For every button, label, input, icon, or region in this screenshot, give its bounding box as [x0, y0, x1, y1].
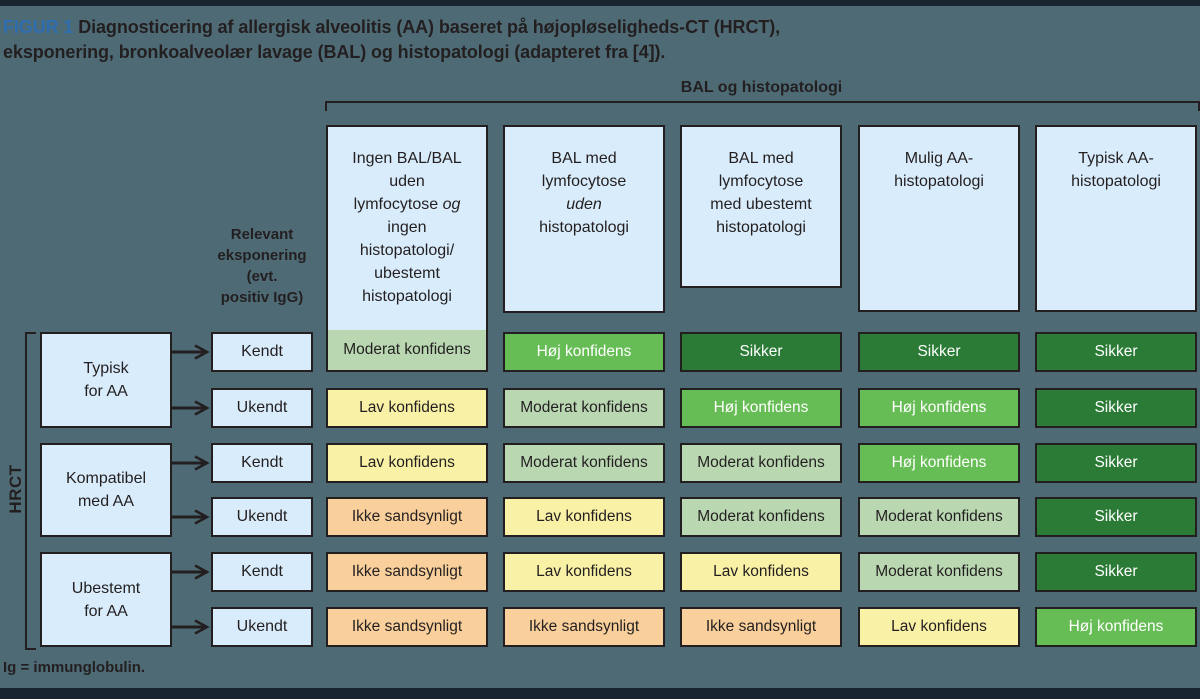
column-header-box: BAL med lymfocytose uden histopatologi — [503, 125, 665, 313]
hrct-axis-label: HRCT — [6, 464, 25, 514]
column-header-text: BAL med lymfocytose uden histopatologi — [539, 150, 629, 236]
matrix-cell: Sikker — [1035, 332, 1197, 372]
bal-bracket-line — [325, 101, 1200, 111]
column-header-text: BAL med lymfocytose med ubestemt histopa… — [710, 150, 812, 236]
column-header-text: Ingen BAL/BAL uden lymfocytose og ingen … — [328, 127, 486, 330]
hrct-row-box: Kompatibel med AA — [40, 443, 172, 537]
matrix-cell: Høj konfidens — [680, 388, 842, 428]
arrow-right-icon — [170, 344, 212, 360]
matrix-cell: Lav konfidens — [503, 552, 665, 592]
bal-histopatologi-header: BAL og histopatologi — [680, 79, 843, 96]
column-header-text: Mulig AA- histopatologi — [894, 150, 984, 190]
matrix-cell: Sikker — [1035, 497, 1197, 537]
matrix-cell: Lav konfidens — [503, 497, 665, 537]
figure-label: FIGUR 1 — [3, 17, 74, 37]
matrix-cell: Høj konfidens — [1035, 607, 1197, 647]
bottom-border-bar — [0, 688, 1200, 699]
matrix-cell: Ikke sandsynligt — [326, 607, 488, 647]
hrct-row-box: Ubestemt for AA — [40, 552, 172, 647]
exposure-box: Ukendt — [211, 388, 313, 428]
matrix-cell: Moderat konfidens — [858, 497, 1020, 537]
exposure-box: Kendt — [211, 552, 313, 592]
matrix-cell: Ikke sandsynligt — [326, 552, 488, 592]
matrix-cell: Sikker — [1035, 388, 1197, 428]
column-header-text: Typisk AA- histopatologi — [1071, 150, 1161, 190]
matrix-cell: Moderat konfidens — [503, 443, 665, 483]
matrix-cell: Ikke sandsynligt — [680, 607, 842, 647]
arrow-right-icon — [170, 509, 212, 525]
figure-title-text: Diagnosticering af allergisk alveolitis … — [3, 17, 781, 62]
exposure-box: Ukendt — [211, 607, 313, 647]
arrow-right-icon — [170, 619, 212, 635]
hrct-bracket-line — [25, 332, 36, 650]
matrix-cell: Moderat konfidens — [503, 388, 665, 428]
matrix-cell: Lav konfidens — [858, 607, 1020, 647]
column-header-box: BAL med lymfocytose med ubestemt histopa… — [680, 125, 842, 288]
figure-title: FIGUR 1 Diagnosticering af allergisk alv… — [3, 15, 780, 65]
matrix-cell: Moderat konfidens — [680, 497, 842, 537]
matrix-cell: Sikker — [1035, 443, 1197, 483]
arrow-right-icon — [170, 564, 212, 580]
exposure-axis-label: Relevant eksponering (evt. positiv IgG) — [217, 226, 307, 306]
hrct-row-box: Typisk for AA — [40, 332, 172, 428]
matrix-cell: Ikke sandsynligt — [503, 607, 665, 647]
footnote: Ig = immunglobulin. — [3, 659, 146, 676]
exposure-box: Kendt — [211, 443, 313, 483]
arrow-right-icon — [170, 400, 212, 416]
exposure-box: Ukendt — [211, 497, 313, 537]
matrix-cell: Sikker — [858, 332, 1020, 372]
matrix-cell: Lav konfidens — [680, 552, 842, 592]
matrix-cell: Moderat konfidens — [328, 330, 486, 370]
matrix-cell: Sikker — [680, 332, 842, 372]
matrix-cell: Moderat konfidens — [858, 552, 1020, 592]
matrix-cell: Sikker — [1035, 552, 1197, 592]
exposure-box: Kendt — [211, 332, 313, 372]
column-header-box: Mulig AA- histopatologi — [858, 125, 1020, 312]
matrix-cell: Ikke sandsynligt — [326, 497, 488, 537]
arrow-right-icon — [170, 455, 212, 471]
matrix-cell: Høj konfidens — [858, 388, 1020, 428]
matrix-cell: Lav konfidens — [326, 388, 488, 428]
column-header-box: Typisk AA- histopatologi — [1035, 125, 1197, 312]
matrix-cell: Høj konfidens — [503, 332, 665, 372]
top-border-bar — [0, 0, 1200, 6]
matrix-cell: Høj konfidens — [858, 443, 1020, 483]
matrix-cell: Lav konfidens — [326, 443, 488, 483]
column-header-box: Ingen BAL/BAL uden lymfocytose og ingen … — [326, 125, 488, 372]
matrix-cell: Moderat konfidens — [680, 443, 842, 483]
